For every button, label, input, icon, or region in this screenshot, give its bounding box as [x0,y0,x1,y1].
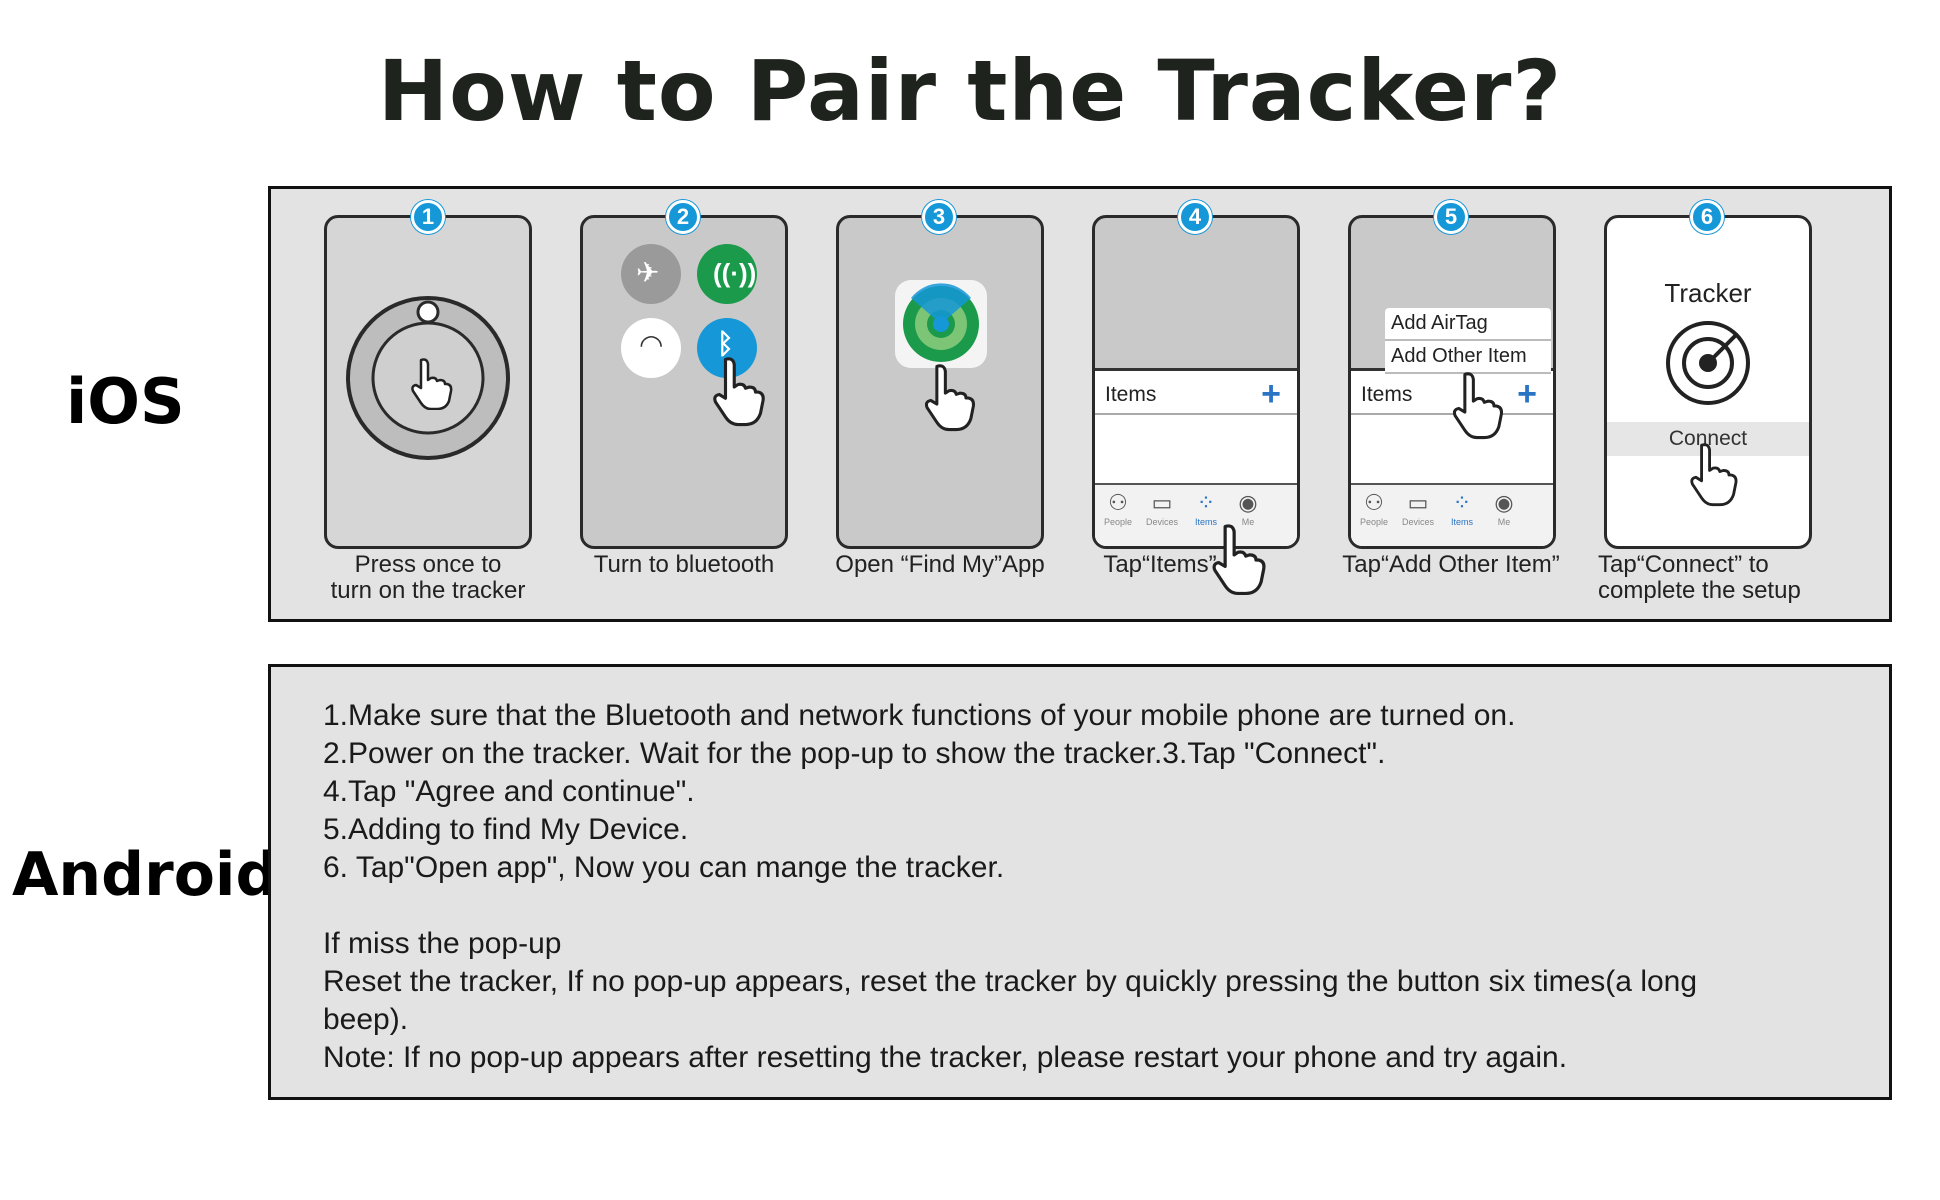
add-item-menu: Add AirTag Add Other Item [1385,308,1551,374]
ios-label: iOS [66,365,185,438]
step-2-caption-line-1: Turn to bluetooth [593,551,775,578]
plus-icon: + [1261,375,1281,413]
items-screen: Items + ⚇ People ▭ Devices ⁘ Items ◉ Me [1351,368,1553,546]
reset-instruction: Reset the tracker, If no pop-up appears,… [323,965,1698,998]
step-5-phone: Items + ⚇ People ▭ Devices ⁘ Items ◉ Me Add … [1348,215,1556,549]
pointing-hand-icon [924,364,975,432]
step-2-caption: Turn to bluetooth [570,552,798,578]
android-spacer [323,887,1883,925]
android-step-4: 4.Tap "Agree and continue". [323,775,695,808]
tab-items: ⁘ Items [1441,489,1483,527]
android-instructions-panel: 1.Make sure that the Bluetooth and netwo… [268,664,1892,1100]
tab-items: ⁘ Items [1185,489,1227,527]
android-step-1: 1.Make sure that the Bluetooth and netwo… [323,699,1516,732]
pointing-hand-icon [1452,372,1503,440]
people-icon: ⚇ [1108,490,1128,515]
pointing-hand-icon [411,358,453,410]
tab-items-label: Items [1194,517,1217,527]
step-1-caption-line-2: turn on the tracker [330,577,526,604]
items-label: Items [1361,383,1413,406]
tab-devices: ▭ Devices [1141,489,1183,527]
pointing-hand-icon [1212,524,1266,596]
items-screen: Items + ⚇ People ▭ Devices ⁘ Items ◉ Me [1095,368,1297,546]
items-divider [1095,413,1297,415]
tab-devices-label: Devices [1145,517,1178,527]
plus-icon: + [1517,375,1537,413]
tab-me: ◉ Me [1483,489,1525,527]
me-icon: ◉ [1238,490,1258,515]
reset-instruction-cont: beep). [323,1003,409,1036]
step-1-badge: 1 [411,200,445,234]
airplane-icon: ✈ [636,257,660,288]
step-5-caption: Tap“Add Other Item” [1326,552,1576,578]
tab-devices: ▭ Devices [1397,489,1439,527]
android-instructions: 1.Make sure that the Bluetooth and netwo… [323,697,1883,1077]
step-3-caption-line-1: Open “Find My”App [835,551,1045,578]
miss-popup-heading: If miss the pop-up [323,927,562,960]
step-2-phone: ✈ ((·)) ◠ ᛒ [580,215,788,549]
note-text: Note: If no pop-up appears after resetti… [323,1041,1568,1074]
step-6-phone: Tracker Connect [1604,215,1812,549]
control-center-illustration [621,244,757,378]
tab-bar: ⚇ People ▭ Devices ⁘ Items ◉ Me [1095,483,1297,546]
step-4-phone: Items + ⚇ People ▭ Devices ⁘ Items ◉ Me [1092,215,1300,549]
step-6-caption: Tap“Connect” to complete the setup [1598,552,1828,604]
menu-add-airtag: Add AirTag [1385,308,1551,341]
items-icon: ⁘ [1452,490,1472,515]
step-6-caption-line-1: Tap“Connect” to [1598,551,1769,578]
devices-icon: ▭ [1407,490,1429,515]
tab-people-label: People [1103,517,1133,527]
step-6-badge: 6 [1690,200,1724,234]
tab-people: ⚇ People [1097,489,1139,527]
step-1-caption-line-1: Press once to [354,551,502,578]
step-3-caption: Open “Find My”App [816,552,1064,578]
radar-icon [1666,321,1750,405]
step-4-caption: Tap“Items” [1060,552,1260,578]
android-step-5: 5.Adding to find My Device. [323,813,689,846]
items-icon: ⁘ [1196,490,1216,515]
tracker-title: Tracker [1664,278,1752,308]
items-divider [1351,413,1553,415]
step-2-badge: 2 [666,200,700,234]
find-my-app-illustration [895,280,987,368]
page-title: How to Pair the Tracker? [377,42,1563,140]
step-3-phone [836,215,1044,549]
android-step-2: 2.Power on the tracker. Wait for the pop… [323,737,1386,770]
tab-me-label: Me [1241,517,1255,527]
tab-items-label: Items [1450,517,1473,527]
step-5-badge: 5 [1434,200,1468,234]
tab-people: ⚇ People [1353,489,1395,527]
pointing-hand-icon [713,357,765,427]
android-label: Android [12,840,279,910]
step-5-caption-line-1: Tap“Add Other Item” [1342,551,1560,578]
people-icon: ⚇ [1364,490,1384,515]
step-4-badge: 4 [1178,200,1212,234]
tab-me-label: Me [1497,517,1511,527]
tab-me: ◉ Me [1227,489,1269,527]
tab-people-label: People [1359,517,1389,527]
step-6-caption-line-2: complete the setup [1598,577,1801,604]
tab-bar: ⚇ People ▭ Devices ⁘ Items ◉ Me [1351,483,1553,546]
step-4-caption-line-1: Tap“Items” [1103,551,1217,578]
tab-devices-label: Devices [1401,517,1434,527]
android-step-6: 6. Tap"Open app", Now you can mange the … [323,851,1005,884]
step-3-badge: 3 [922,200,956,234]
wifi-icon: ◠ [639,329,664,360]
bluetooth-icon: ᛒ [717,328,734,359]
step-1-phone [324,215,532,549]
items-label: Items [1105,383,1157,406]
devices-icon: ▭ [1151,490,1173,515]
cellular-icon: ((·)) [713,258,757,288]
step-1-caption: Press once to turn on the tracker [314,552,542,604]
me-icon: ◉ [1494,490,1514,515]
pointing-hand-icon [1690,443,1738,507]
